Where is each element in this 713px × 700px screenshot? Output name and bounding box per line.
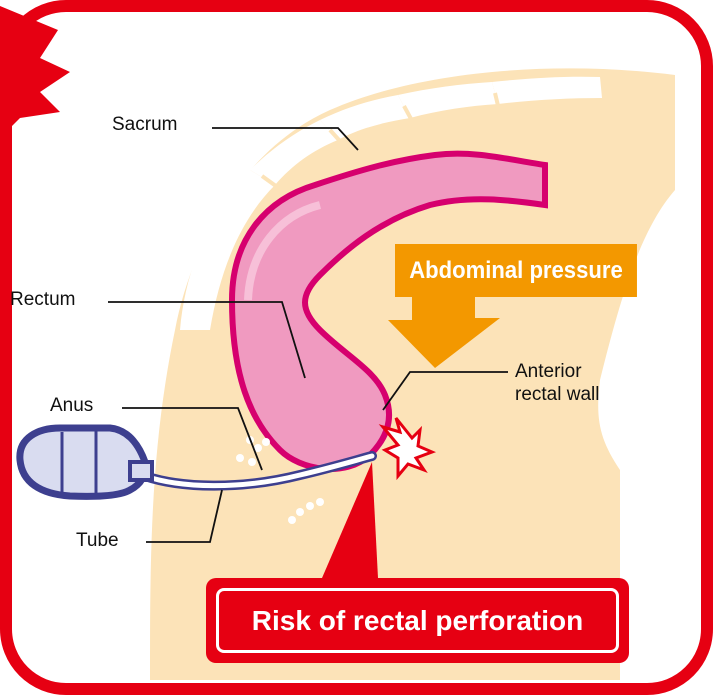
- label-sacrum: Sacrum: [112, 114, 177, 137]
- label-anus: Anus: [50, 395, 93, 418]
- abdominal-pressure-callout: Abdominal pressure: [395, 244, 637, 297]
- label-rectum: Rectum: [10, 289, 75, 312]
- risk-warning-text: Risk of rectal perforation: [216, 588, 619, 653]
- risk-warning-box: Risk of rectal perforation: [206, 578, 629, 663]
- enema-bulb: [20, 428, 152, 496]
- label-tube: Tube: [76, 530, 119, 553]
- label-anterior-rectal-wall: Anterior rectal wall: [515, 361, 599, 407]
